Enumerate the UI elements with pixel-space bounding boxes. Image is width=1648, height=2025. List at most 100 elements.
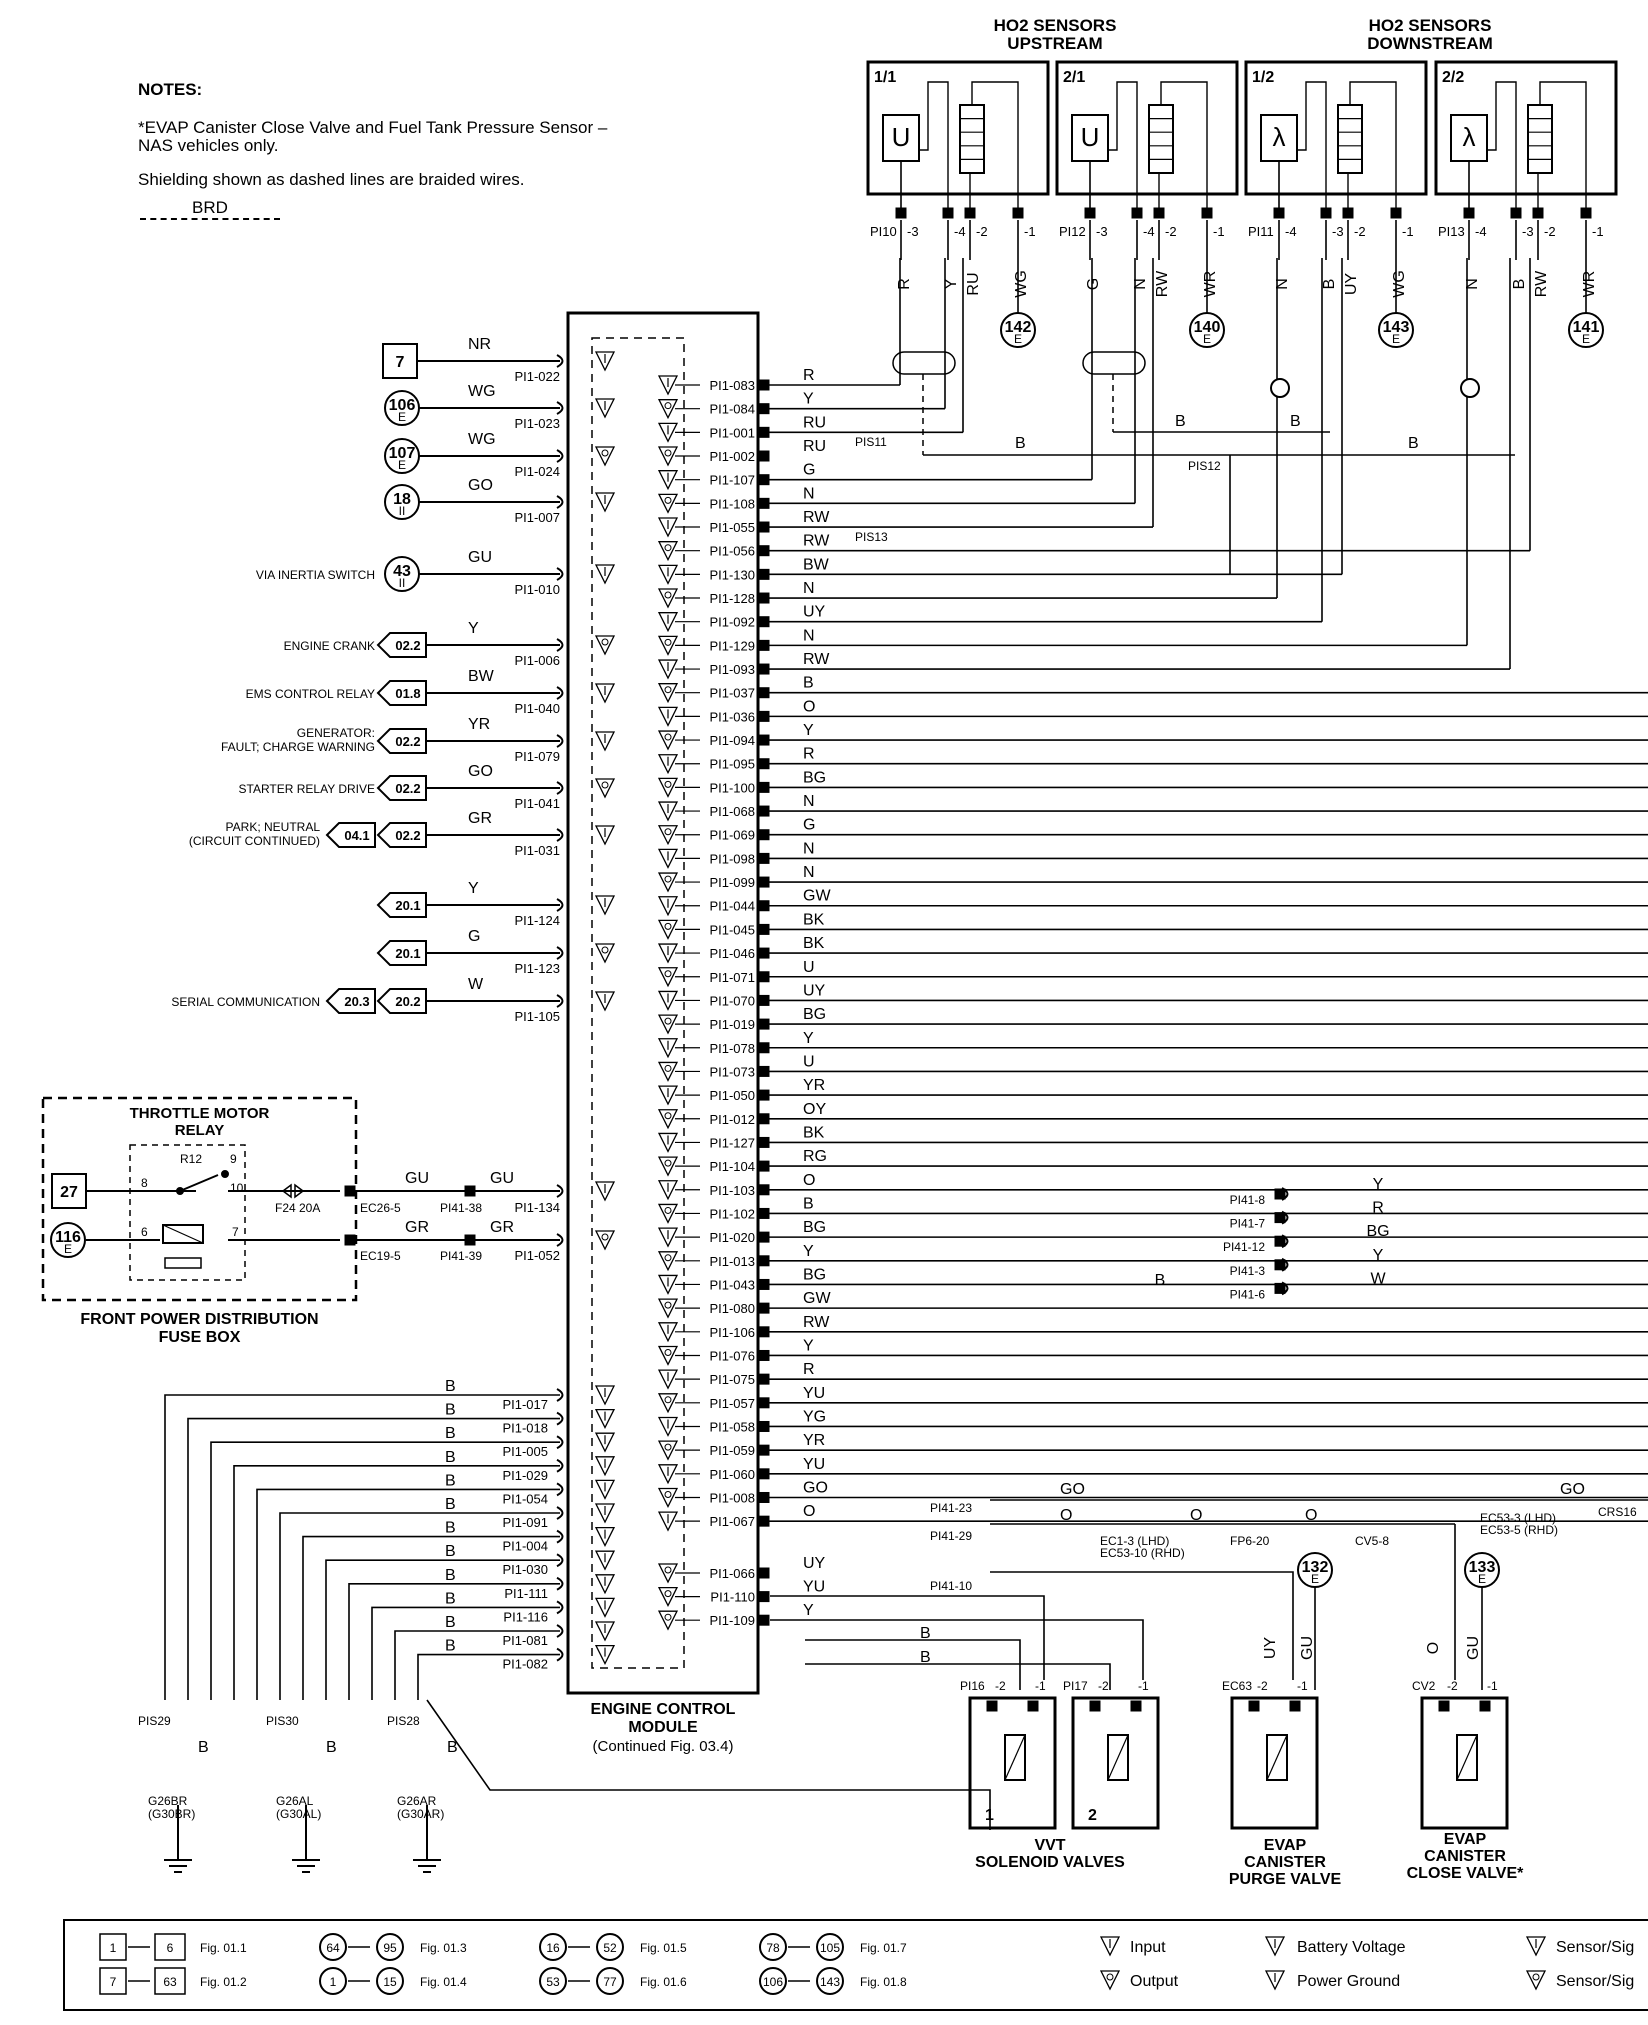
lower-uy-wire [990, 1571, 1294, 1680]
ho2-sensor-1-pin-label-0: -3 [1096, 224, 1108, 239]
fusebox-ref-116 [50, 1222, 86, 1258]
right-pin-33-io-icon-mark [664, 1159, 672, 1167]
right-pin-41-pin-label: PI1-076 [709, 1348, 755, 1363]
left-input-9-ref-text: 02.2 [395, 828, 420, 843]
right-pin-33-connector [758, 1160, 770, 1172]
notes-title: NOTES: [138, 80, 203, 99]
right-pin-39-pin-label: PI1-080 [709, 1301, 755, 1316]
right-pin-31-connector [758, 1113, 770, 1125]
right-pin-30-wire-label: YR [803, 1077, 825, 1094]
ground-2-b: (G30AR) [397, 1807, 444, 1821]
fusebox-conn-2 [344, 1234, 356, 1246]
right-pin-5-connector [758, 497, 770, 509]
right-pin-22-pin-label: PI1-044 [709, 899, 755, 914]
left-input-0-socket [556, 354, 564, 368]
left-input-10-ref-text: 20.1 [395, 898, 420, 913]
left-input-12-ref-text: 20.2 [395, 994, 420, 1009]
ground-pin-1-wire-label: B [445, 1402, 456, 1419]
ho2-sensor-0-pin-label-1: -4 [954, 224, 966, 239]
right-pin-36-wire-label: BG [803, 1219, 826, 1236]
left-input-6-pin-label: PI1-040 [514, 701, 560, 716]
fusebox-ref-116-num: 116 [55, 1229, 81, 1246]
right-pin-9-io-icon-mark [664, 591, 672, 599]
legend-output: Output [1130, 1973, 1179, 1990]
left-input-6-wire-label: BW [468, 668, 495, 685]
relay-pin-10: 10 [230, 1181, 244, 1195]
right-pin-45-wire-label: YR [803, 1432, 825, 1449]
pi41-socket-3 [1281, 1257, 1289, 1272]
left-input-1-ref-sub: E [398, 410, 406, 424]
right-pin-8-pin-label: PI1-130 [709, 567, 755, 582]
conn-pi41-23: PI41-23 [930, 1501, 972, 1515]
legend-6-a [759, 1933, 787, 1961]
ho2-sensor-2-heater [1337, 104, 1363, 174]
left-input-7-desc-0: GENERATOR: [297, 726, 375, 740]
left-input-9-ref2-text: 04.1 [344, 828, 369, 843]
ecm-socket-052 [556, 1233, 564, 1247]
left-input-7-wire-label: YR [468, 716, 490, 733]
left-input-11-wire-label: G [468, 928, 480, 945]
left-input-10-pin-label: PI1-124 [514, 913, 560, 928]
ho2-sensor-0-pin-label-3: -1 [1024, 224, 1036, 239]
legend-1-fig: Fig. 01.2 [200, 1975, 247, 1989]
left-input-2-socket [556, 449, 564, 463]
right-pin-20-pin-label: PI1-098 [709, 851, 755, 866]
vvt-1-p1: -1 [1035, 1679, 1046, 1693]
right-pin-9-pin-label: PI1-128 [709, 591, 755, 606]
right-pin-40-pin-label: PI1-106 [709, 1325, 755, 1340]
right-pin-16-connector [758, 758, 770, 770]
ho2-sensor-2-pin-label-3: -1 [1402, 224, 1414, 239]
legend-3-b-text: 15 [383, 1975, 397, 1989]
right-pin-15-io-icon-mark [664, 733, 672, 741]
right-pin-1-connector [758, 403, 770, 415]
left-input-9-socket [556, 828, 564, 842]
vvt-1-pin-a [986, 1700, 998, 1712]
ho2-sensor-0-element [882, 114, 920, 162]
right-pin-26-wire-label: UY [803, 982, 826, 999]
vvt-1-conn: PI16 [960, 1679, 985, 1693]
pi41-wire-0: Y [1373, 1176, 1384, 1193]
ground-pin-0-wire-label: B [445, 1378, 456, 1395]
notes-braid-label: BRD [192, 198, 228, 217]
right-pin-26-pin-label: PI1-070 [709, 993, 755, 1008]
pin-134: PI1-134 [514, 1200, 560, 1215]
fusebox-c1: EC26-5 [360, 1201, 401, 1215]
shield-loop-2 [1082, 351, 1146, 375]
fusebox-relay-title-2: RELAY [174, 1122, 225, 1139]
relay-pin-7: 7 [232, 1225, 239, 1239]
left-input-4-ref-num: 43 [393, 563, 411, 580]
right-pin-30-connector [758, 1089, 770, 1101]
left-input-3-pin-label: PI1-007 [514, 510, 560, 525]
conn-ec1: EC1-3 (LHD) [1100, 1534, 1169, 1548]
lower-go-2: GO [1560, 1481, 1585, 1498]
pi41-conn-0 [1274, 1188, 1286, 1200]
right-pin-34-connector [758, 1184, 770, 1196]
purge-ground-ref-num: 132 [1302, 1559, 1329, 1576]
splice-pis11: PIS11 [855, 435, 887, 449]
right-pin-14-connector [758, 710, 770, 722]
fusebox-ref-116-sub: E [64, 1242, 72, 1256]
right-pin-6-connector [758, 521, 770, 533]
relay-label: R12 [180, 1152, 202, 1166]
ho2-sensor-3-pin-label-0: -4 [1475, 224, 1487, 239]
right-pin-38-wire-label: BG [803, 1266, 826, 1283]
close-valve-coil-diag [1456, 1734, 1478, 1781]
legend-7-b [816, 1967, 844, 1995]
left-input-1-wire-label: WG [468, 383, 496, 400]
ground-pin-9-label: PI1-116 [503, 1609, 548, 1624]
downstream-header-2: DOWNSTREAM [1367, 34, 1493, 53]
right-pin-5-io-icon-mark [664, 496, 672, 504]
vvt-ground-route [426, 1699, 991, 1830]
right-pin-27-io-icon-mark [664, 1017, 672, 1025]
left-input-6-socket [556, 686, 564, 700]
left-input-0-ref-text: 7 [396, 354, 405, 371]
ho2-sensor-2-pin-3 [1390, 207, 1402, 219]
legend-2-b [376, 1933, 404, 1961]
ground-pin-1-wire [187, 1417, 560, 1700]
right-pin-3-pin-label: PI1-002 [709, 449, 755, 464]
right-pin-41-io-icon-mark [664, 1348, 672, 1356]
ground-pin-10-label: PI1-081 [502, 1633, 548, 1648]
right-pin-48-wire-label: O [803, 1503, 815, 1520]
ecm-title-1: ENGINE CONTROL [590, 1701, 736, 1718]
ho2-sensor-1-pin-label-2: -2 [1165, 224, 1177, 239]
